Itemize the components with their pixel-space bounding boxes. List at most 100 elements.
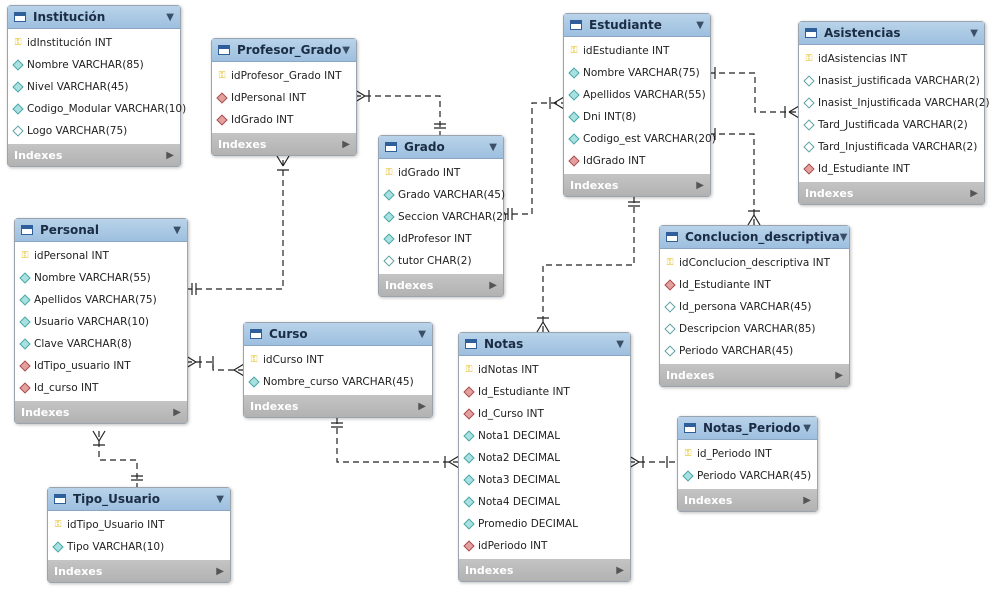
column-row[interactable]: Grado VARCHAR(45) <box>379 184 505 206</box>
expand-indexes-icon[interactable]: ▶ <box>696 179 704 191</box>
collapse-chevron-icon[interactable]: ▼ <box>803 422 811 434</box>
entity-header[interactable]: Profesor_Grado▼ <box>212 39 356 62</box>
column-row[interactable]: ⚿idInstitución INT <box>8 32 180 54</box>
indexes-section[interactable]: Indexes▶ <box>459 559 630 581</box>
column-row[interactable]: ⚿idNotas INT <box>459 359 630 381</box>
column-row[interactable]: Usuario VARCHAR(10) <box>15 311 187 333</box>
column-row[interactable]: Id_Estudiante INT <box>459 381 630 403</box>
entity-header[interactable]: Notas_Periodo▼ <box>678 417 817 440</box>
expand-indexes-icon[interactable]: ▶ <box>616 564 624 576</box>
column-row[interactable]: ⚿idTipo_Usuario INT <box>48 514 230 536</box>
indexes-section[interactable]: Indexes▶ <box>379 274 503 296</box>
column-row[interactable]: Tard_Justificada VARCHAR(2) <box>799 114 984 136</box>
entity-header[interactable]: Estudiante▼ <box>564 14 710 37</box>
collapse-chevron-icon[interactable]: ▼ <box>166 11 174 23</box>
column-row[interactable]: Periodo VARCHAR(45) <box>660 340 849 362</box>
entity-header[interactable]: Conclucion_descriptiva▼ <box>660 226 849 249</box>
column-row[interactable]: ⚿id_Periodo INT <box>678 443 817 465</box>
column-row[interactable]: Inasist_justificada VARCHAR(2) <box>799 70 984 92</box>
column-row[interactable]: Dni INT(8) <box>564 106 710 128</box>
column-row[interactable]: ⚿idPersonal INT <box>15 245 187 267</box>
column-row[interactable]: Clave VARCHAR(8) <box>15 333 187 355</box>
collapse-chevron-icon[interactable]: ▼ <box>696 19 704 31</box>
collapse-chevron-icon[interactable]: ▼ <box>173 224 181 236</box>
column-row[interactable]: Nivel VARCHAR(45) <box>8 76 180 98</box>
column-row[interactable]: Nota4 DECIMAL <box>459 491 630 513</box>
expand-indexes-icon[interactable]: ▶ <box>803 494 811 506</box>
column-row[interactable]: Apellidos VARCHAR(55) <box>564 84 710 106</box>
indexes-section[interactable]: Indexes▶ <box>799 182 984 204</box>
column-row[interactable]: ⚿idGrado INT <box>379 162 503 184</box>
column-row[interactable]: Apellidos VARCHAR(75) <box>15 289 187 311</box>
expand-indexes-icon[interactable]: ▶ <box>216 565 224 577</box>
expand-indexes-icon[interactable]: ▶ <box>489 279 497 291</box>
column-row[interactable]: IdGrado INT <box>564 150 710 172</box>
indexes-section[interactable]: Indexes▶ <box>212 133 356 155</box>
column-row[interactable]: Id_Curso INT <box>459 403 630 425</box>
entity-header[interactable]: Notas▼ <box>459 333 630 356</box>
column-row[interactable]: Id_curso INT <box>15 377 187 399</box>
collapse-chevron-icon[interactable]: ▼ <box>216 493 224 505</box>
column-row[interactable]: Inasist_Injustificada VARCHAR(2) <box>799 92 990 114</box>
column-row[interactable]: Nombre VARCHAR(55) <box>15 267 187 289</box>
indexes-section[interactable]: Indexes▶ <box>678 489 817 511</box>
entity-conclusion[interactable]: Conclucion_descriptiva▼ ⚿idConclucion_des… <box>659 225 850 387</box>
collapse-chevron-icon[interactable]: ▼ <box>839 231 848 243</box>
column-row[interactable]: Id_Estudiante INT <box>660 274 849 296</box>
collapse-chevron-icon[interactable]: ▼ <box>970 27 978 39</box>
collapse-chevron-icon[interactable]: ▼ <box>342 44 350 56</box>
column-row[interactable]: Logo VARCHAR(75) <box>8 120 180 142</box>
indexes-section[interactable]: Indexes▶ <box>15 401 187 423</box>
column-row[interactable]: Descripcion VARCHAR(85) <box>660 318 849 340</box>
entity-header[interactable]: Institución▼ <box>8 6 180 29</box>
column-row[interactable]: Nota3 DECIMAL <box>459 469 630 491</box>
indexes-section[interactable]: Indexes▶ <box>8 144 180 166</box>
column-row[interactable]: Codigo_est VARCHAR(20) <box>564 128 716 150</box>
column-row[interactable]: Nota1 DECIMAL <box>459 425 630 447</box>
indexes-section[interactable]: Indexes▶ <box>244 395 432 417</box>
entity-header[interactable]: Tipo_Usuario▼ <box>48 488 230 511</box>
column-row[interactable]: Id_Estudiante INT <box>799 158 984 180</box>
indexes-section[interactable]: Indexes▶ <box>564 174 710 196</box>
column-row[interactable]: IdProfesor INT <box>379 228 503 250</box>
expand-indexes-icon[interactable]: ▶ <box>418 400 426 412</box>
column-row[interactable]: Nombre VARCHAR(75) <box>564 62 710 84</box>
column-row[interactable]: Tard_Injustificada VARCHAR(2) <box>799 136 984 158</box>
expand-indexes-icon[interactable]: ▶ <box>342 138 350 150</box>
column-row[interactable]: idPeriodo INT <box>459 535 630 557</box>
expand-indexes-icon[interactable]: ▶ <box>166 149 174 161</box>
column-row[interactable]: Seccion VARCHAR(2) <box>379 206 507 228</box>
entity-header[interactable]: Asistencias▼ <box>799 22 984 45</box>
entity-header[interactable]: Curso▼ <box>244 323 432 346</box>
indexes-section[interactable]: Indexes▶ <box>660 364 849 386</box>
entity-header[interactable]: Personal▼ <box>15 219 187 242</box>
column-row[interactable]: Nota2 DECIMAL <box>459 447 630 469</box>
column-row[interactable]: tutor CHAR(2) <box>379 250 503 272</box>
expand-indexes-icon[interactable]: ▶ <box>173 406 181 418</box>
column-row[interactable]: ⚿idAsistencias INT <box>799 48 984 70</box>
expand-indexes-icon[interactable]: ▶ <box>835 369 843 381</box>
column-row[interactable]: IdPersonal INT <box>212 87 356 109</box>
column-row[interactable]: Nombre_curso VARCHAR(45) <box>244 371 432 393</box>
column-row[interactable]: IdTipo_usuario INT <box>15 355 187 377</box>
column-row[interactable]: ⚿idConclucion_descriptiva INT <box>660 252 849 274</box>
column-row[interactable]: Nombre VARCHAR(85) <box>8 54 180 76</box>
collapse-chevron-icon[interactable]: ▼ <box>489 141 497 153</box>
column-row[interactable]: ⚿idEstudiante INT <box>564 40 710 62</box>
column-row[interactable]: IdGrado INT <box>212 109 356 131</box>
collapse-chevron-icon[interactable]: ▼ <box>418 328 426 340</box>
column-row[interactable]: Promedio DECIMAL <box>459 513 630 535</box>
column-row[interactable]: Periodo VARCHAR(45) <box>678 465 817 487</box>
column-row[interactable]: Tipo VARCHAR(10) <box>48 536 230 558</box>
entity-header[interactable]: Grado▼ <box>379 136 503 159</box>
